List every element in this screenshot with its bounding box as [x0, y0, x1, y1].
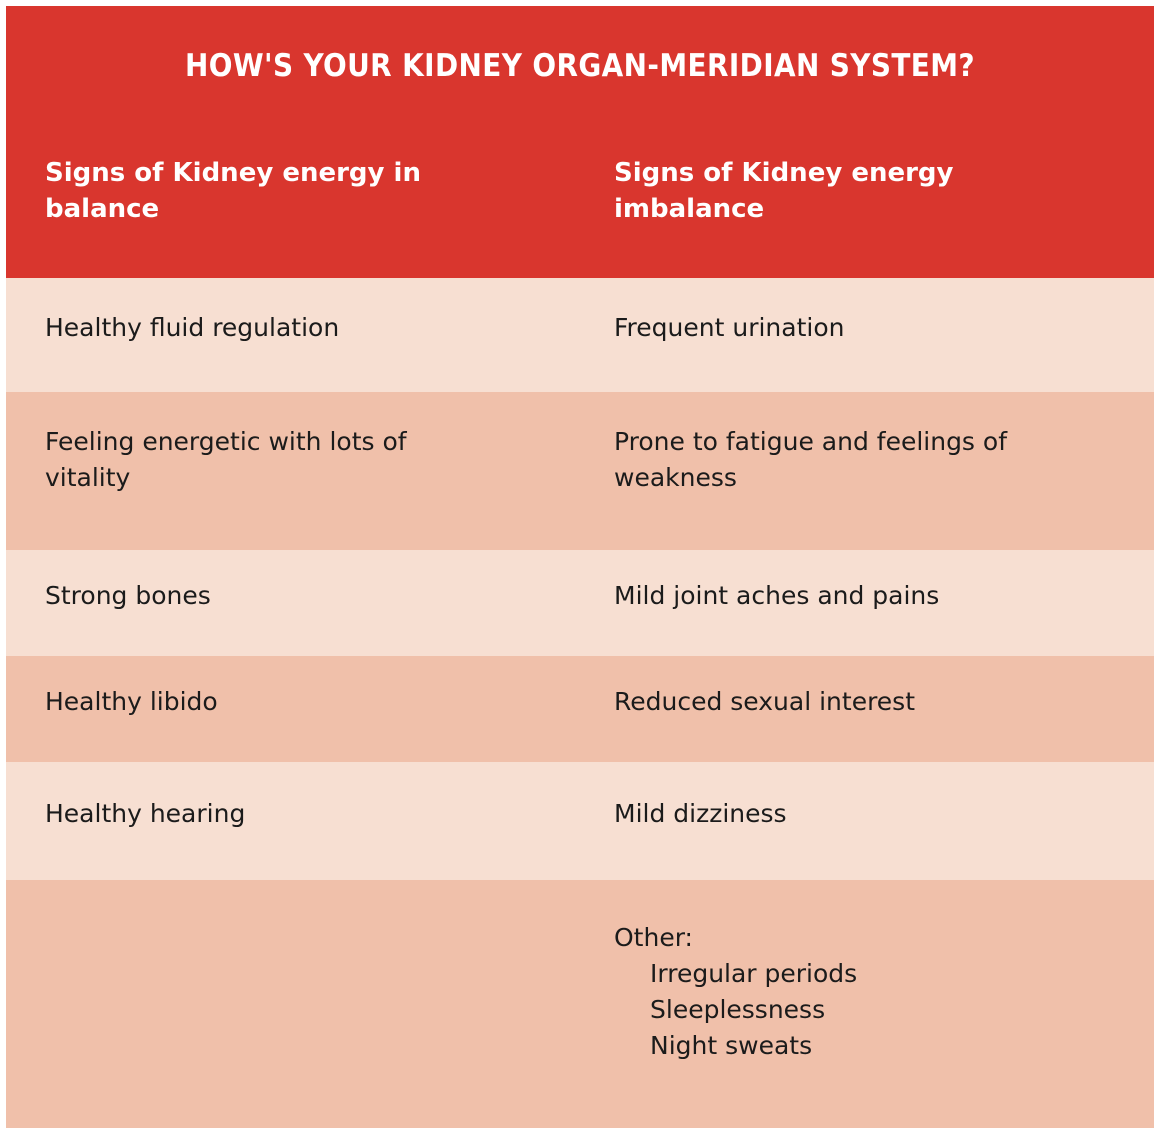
column-header-balance: Signs of Kidney energy in balance [45, 158, 421, 224]
page-title: HOW'S YOUR KIDNEY ORGAN-MERIDIAN SYSTEM? [185, 48, 975, 84]
list-item: Sleeplessness [650, 994, 826, 1024]
table-row-other: Other: Irregular periods Sleeplessness N… [6, 880, 1154, 1128]
cell-imbalance: Frequent urination [614, 313, 845, 342]
comparison-table: HOW'S YOUR KIDNEY ORGAN-MERIDIAN SYSTEM?… [6, 6, 1154, 1128]
list-item: Irregular periods [650, 958, 858, 988]
cell-imbalance: Prone to fatigue and feelings of weaknes… [614, 427, 1008, 492]
cell-imbalance: Reduced sexual interest [614, 687, 916, 716]
other-label: Other: [614, 923, 693, 952]
cell-balance: Healthy hearing [45, 799, 246, 828]
cell-imbalance: Mild dizziness [614, 799, 787, 828]
cell-imbalance-other: Other: Irregular periods Sleeplessness N… [581, 880, 1154, 1128]
cell-balance: Healthy libido [45, 687, 218, 716]
table-row: Strong bones Mild joint aches and pains [6, 550, 1154, 656]
cell-balance-empty [6, 880, 581, 1128]
column-header-imbalance: Signs of Kidney energy imbalance [614, 158, 954, 224]
table-row: Healthy hearing Mild dizziness [6, 762, 1154, 880]
table-row: Feeling energetic with lots of vitality … [6, 392, 1154, 550]
cell-imbalance: Mild joint aches and pains [614, 581, 940, 610]
column-headers: Signs of Kidney energy in balance Signs … [6, 156, 1154, 228]
other-items-list: Irregular periods Sleeplessness Night sw… [614, 956, 1084, 1065]
table-row: Healthy libido Reduced sexual interest [6, 656, 1154, 762]
list-item: Night sweats [650, 1031, 813, 1060]
table-header-band: HOW'S YOUR KIDNEY ORGAN-MERIDIAN SYSTEM?… [6, 6, 1154, 278]
cell-balance: Healthy fluid regulation [45, 313, 340, 342]
cell-balance: Feeling energetic with lots of vitality [45, 427, 407, 492]
cell-balance: Strong bones [45, 581, 211, 610]
table-row: Healthy fluid regulation Frequent urinat… [6, 278, 1154, 392]
